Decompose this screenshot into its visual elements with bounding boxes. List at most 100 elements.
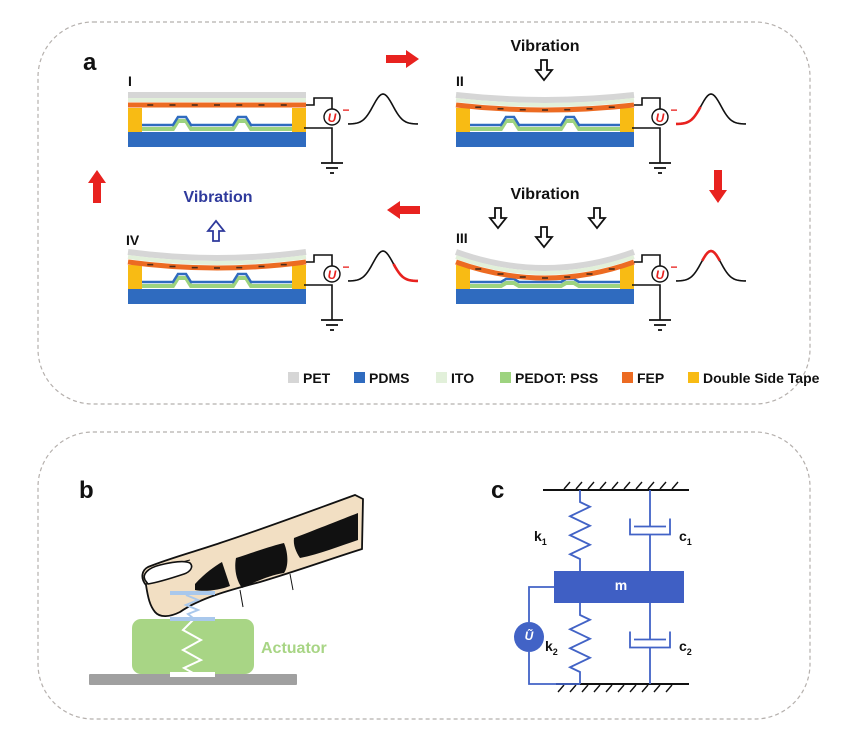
actuator-block: [132, 619, 254, 674]
voltmeter-symbol: U: [656, 111, 665, 125]
hatch: [665, 684, 673, 693]
pet-layer: [454, 249, 636, 271]
output-waveform: [347, 93, 419, 125]
spring-k1: [567, 490, 593, 571]
hatch: [653, 684, 661, 693]
legend-label: Double Side Tape: [703, 370, 820, 386]
skin-spring: [183, 594, 201, 619]
legend-label: PEDOT: PSS: [515, 370, 598, 386]
legend-swatch: [688, 372, 699, 383]
ito-bottom-layer: [470, 115, 620, 127]
tape-pad-left: [128, 265, 142, 289]
hatch: [563, 481, 571, 490]
pedot-layer: [470, 119, 620, 131]
stage-numeral-i: I: [128, 73, 132, 89]
vibration-up-arrow-icon: [206, 219, 226, 242]
fingernail: [143, 560, 193, 585]
hatch: [635, 481, 643, 490]
ito-top-layer: [455, 255, 635, 275]
damper-c1-label: c1: [679, 528, 692, 547]
waveform-highlight: [701, 249, 721, 262]
hatch: [659, 481, 667, 490]
finger-joint: [239, 589, 244, 608]
vibration-label-ii: Vibration: [510, 38, 579, 55]
output-waveform: [347, 250, 419, 282]
panel-a-label: a: [83, 49, 97, 76]
legend-swatch: [622, 372, 633, 383]
ito-top-layer: [127, 255, 307, 265]
pdms-layer: [456, 132, 634, 147]
hatch: [593, 684, 601, 693]
wire-top: [306, 254, 333, 266]
voltmeter-icon: [651, 265, 669, 283]
stage-iii: U−: [454, 249, 747, 331]
tape-pad-right: [292, 265, 306, 289]
hatch: [641, 684, 649, 693]
ito-bottom-layer: [142, 272, 292, 284]
finger-bone-proximal: [293, 513, 358, 558]
source-wire-top: [528, 586, 554, 622]
charge-sign: −: [342, 260, 349, 274]
actuator-label: Actuator: [261, 640, 327, 657]
stage-numeral-iv: IV: [126, 232, 140, 248]
charge-sign: −: [342, 103, 349, 117]
voltmeter-symbol: U: [328, 268, 337, 282]
base-plate: [89, 674, 297, 685]
wire-bottom: [304, 284, 333, 320]
hatch: [617, 684, 625, 693]
stage-ii: U−: [455, 92, 747, 174]
vibration-down-arrow-icon: [534, 59, 554, 82]
panel-c-label: c: [491, 477, 504, 504]
hatch: [587, 481, 595, 490]
voltmeter-icon: [323, 108, 341, 126]
wire-top: [634, 254, 661, 266]
charge-sign: −: [670, 260, 677, 274]
pedot-layer: [470, 281, 620, 288]
wire-bottom: [632, 127, 661, 163]
hatch: [605, 684, 613, 693]
tape-pad-right: [620, 108, 634, 132]
spring-k2-label: k2: [545, 638, 558, 657]
skin-spring-bottom: [170, 617, 215, 621]
damper-c2-label: c2: [679, 638, 692, 657]
voltage-source-icon: [514, 622, 544, 652]
actuator-spring-base: [170, 672, 215, 677]
voltmeter-symbol: U: [656, 268, 665, 282]
hatch: [623, 481, 631, 490]
tape-pad-left: [128, 108, 142, 132]
ito-bottom-layer: [142, 115, 292, 127]
voltmeter-icon: [323, 265, 341, 283]
voltage-source-label: Ũ: [525, 628, 534, 643]
wire-top: [306, 97, 333, 109]
legend-swatch: [500, 372, 511, 383]
stage-numeral-ii: II: [456, 73, 464, 89]
legend-label: ITO: [451, 370, 474, 386]
pedot-layer: [142, 276, 292, 288]
spring-k2: [567, 603, 593, 684]
ito-top-layer: [455, 98, 635, 107]
legend-label: PDMS: [369, 370, 409, 386]
charge-sign: −: [670, 103, 677, 117]
ito-bottom-layer: [470, 277, 620, 284]
tape-pad-left: [456, 108, 470, 132]
skin-spring-top: [170, 591, 215, 595]
finger-joint: [289, 573, 294, 591]
finger-bone-distal: [195, 562, 230, 591]
legend-swatch: [354, 372, 365, 383]
stage-iv: U−: [127, 249, 419, 331]
finger-bone-middle: [235, 543, 288, 588]
pet-layer: [455, 92, 635, 103]
cycle-arrow-left-icon: [387, 201, 420, 219]
voltmeter-symbol: U: [328, 111, 337, 125]
hatch: [671, 481, 679, 490]
tape-pad-right: [292, 108, 306, 132]
panel-bc-frame: [37, 431, 811, 720]
vibration-down-arrow-icon: [587, 207, 607, 230]
vibration-label-iii: Vibration: [510, 186, 579, 203]
mass-spring-damper-model: [514, 481, 689, 693]
cycle-arrow-up-icon: [88, 170, 106, 203]
vibration-label-iv: Vibration: [183, 189, 252, 206]
waveform-highlight: [675, 106, 702, 126]
pdms-layer: [128, 132, 306, 147]
